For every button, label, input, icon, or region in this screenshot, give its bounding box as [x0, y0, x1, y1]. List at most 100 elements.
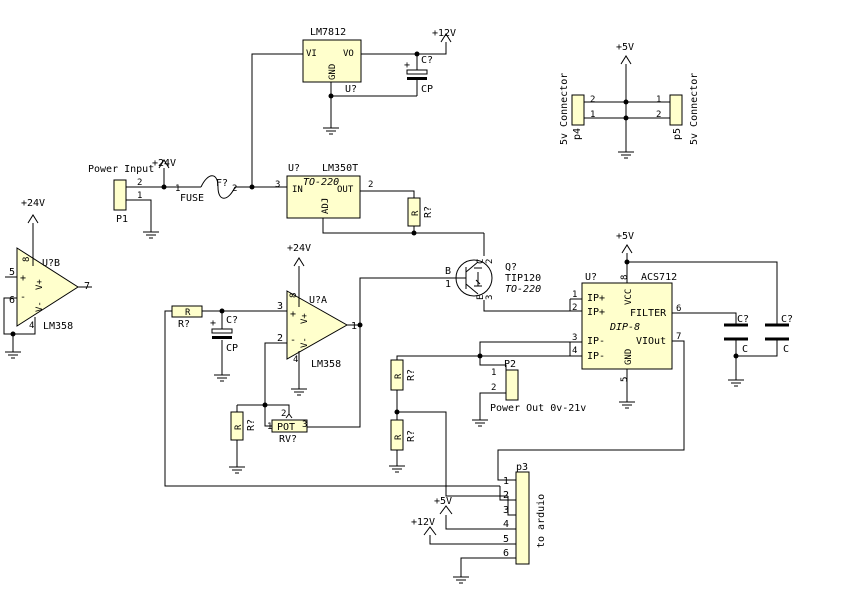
lm7812-pin-vo: VO — [343, 49, 354, 59]
acs712-pin7: 7 — [676, 332, 681, 342]
wire-lm350-adj — [322, 218, 484, 234]
fuse-symbol — [200, 175, 236, 199]
p1-body — [113, 179, 127, 211]
resistor-pot-side-value: R — [234, 424, 244, 430]
transistor-symbol — [447, 261, 479, 295]
p1-ref: P1 — [116, 214, 128, 225]
lm350-pin-in: IN — [292, 185, 303, 195]
transistor-name: TIP120 — [505, 273, 541, 284]
supply-12v-arrow-top — [440, 33, 452, 43]
p3-pin3: 3 — [503, 505, 509, 516]
opamp-a-pin2: 2 — [277, 333, 283, 344]
opamp-b-body — [16, 247, 79, 327]
wire-p3-pin2 — [499, 486, 516, 501]
connectors-5v: +5V 2 1 1 2 5v Connector p4 p5 5v Connec… — [559, 42, 700, 159]
power-input-supply: +24V — [152, 158, 176, 169]
ground-symbol-connectors — [618, 151, 634, 159]
lm7812-pin-vi: VI — [306, 49, 317, 59]
resistor-div1: R R? — [390, 359, 417, 391]
wire-acs712-ipp — [569, 298, 582, 312]
fuse-pin2: 2 — [232, 184, 237, 194]
ground-symbol-cap-c1 — [728, 379, 744, 387]
transistor-internal — [474, 267, 482, 287]
junction — [477, 353, 483, 359]
wire-acs712-ipm-divider — [396, 355, 570, 360]
ground-symbol-p2 — [472, 419, 488, 427]
wire-opamp-b-feedback — [3, 297, 36, 335]
p3-pin2: 2 — [503, 490, 509, 501]
cap-c2-plates — [765, 323, 789, 341]
resistor-pot-side-ref: R? — [246, 419, 257, 431]
wire-acs712-ipm-p2 — [479, 341, 570, 366]
lm350-pin3: 3 — [275, 180, 280, 190]
pot-pin2: 2 — [281, 409, 286, 419]
cap-top-value: CP — [421, 84, 433, 95]
cap-top-plus-sign: + — [404, 60, 410, 71]
cap-c1-value: C — [742, 344, 748, 355]
wire-p3-pin6 — [460, 557, 516, 577]
acs712-ipm2: IP- — [587, 351, 605, 362]
wire-acs712-vcc-cap — [627, 261, 778, 325]
wire-divider-p3-pin3 — [397, 411, 508, 497]
opamp-a-vplus: V+ — [300, 313, 310, 324]
acs712-pin1: 1 — [572, 290, 577, 300]
ground-symbol-lm7812 — [323, 127, 339, 135]
cap-mid-ref: C? — [226, 315, 238, 326]
cap-c1-plates — [724, 323, 748, 341]
acs712-filter: FILTER — [630, 308, 667, 319]
opamp-b-pin5: 5 — [9, 267, 15, 278]
wire-pot-pin1 — [264, 405, 272, 427]
wire-transistor-emitter — [483, 300, 570, 312]
supply-5v-arrow-p3 — [439, 505, 453, 515]
transistor-pin3: 3 — [485, 295, 495, 300]
resistor-pot-side-body — [230, 411, 244, 441]
acs712-gnd: GND — [624, 349, 634, 365]
cap-c1: C? C — [724, 314, 749, 380]
fuse: 1 2 F? FUSE — [175, 175, 287, 204]
p3-supply-5v: +5V — [434, 496, 452, 507]
cap-top: + C? CP — [404, 54, 433, 96]
p3-supply-12v: +12V — [411, 517, 435, 528]
wire-acs712-filter — [672, 312, 737, 325]
wire-p3-pin4 — [445, 515, 516, 530]
acs712-pin6: 6 — [676, 304, 681, 314]
cap-c2-ref: C? — [781, 314, 793, 325]
lm350-ref: U? — [288, 163, 300, 174]
ground-symbol-p3 — [453, 576, 469, 584]
opamp-a-pin1: 1 — [351, 321, 357, 332]
cap-c2: C? C — [765, 314, 793, 355]
cap-top-plate-plus — [406, 69, 428, 75]
p2-pin1: 1 — [491, 368, 496, 378]
resistor-adj: R R? — [407, 197, 434, 233]
junction — [328, 93, 334, 99]
lm7812-body — [302, 39, 362, 83]
lm350-package: TO-220 — [303, 177, 339, 188]
acs712-ipp1: IP+ — [587, 293, 605, 304]
p2-body — [505, 369, 519, 401]
opamp-b-pin8: 8 — [22, 257, 32, 262]
acs712-ipm1: IP- — [587, 336, 605, 347]
p5-pin1: 1 — [656, 95, 661, 105]
opamp-b-pin4: 4 — [29, 321, 34, 331]
fuse-pin1: 1 — [175, 184, 180, 194]
p4-body — [571, 94, 585, 126]
lm350-pin2: 2 — [368, 180, 373, 190]
wire-connectors-5v-horizontal — [584, 101, 670, 119]
acs712-pin5: 5 — [620, 377, 630, 382]
supply-12v-top-label: +12V — [432, 28, 456, 39]
acs712-sensor: U? ACS712 DIP-8 IP+ IP+ IP- IP- VCC GND … — [572, 272, 681, 382]
p4-ref: p4 — [572, 128, 583, 140]
resistor-div1-ref: R? — [406, 369, 417, 381]
ground-symbol-acs712 — [619, 401, 635, 409]
supply-12v-arrow-p3 — [423, 526, 437, 536]
opamp-b-minus: - — [20, 292, 26, 303]
wire-lm7812-in — [251, 53, 303, 187]
wire-feedback-pot — [264, 342, 287, 405]
ground-symbol-resistor-pot-side — [229, 466, 245, 474]
ground-symbol-opamp-a — [291, 388, 307, 396]
p5-body — [669, 94, 683, 126]
lm350-pin-out: OUT — [337, 185, 354, 195]
opamp-a-pin3: 3 — [277, 301, 283, 312]
lm7812-pin-gnd: GND — [328, 64, 338, 80]
